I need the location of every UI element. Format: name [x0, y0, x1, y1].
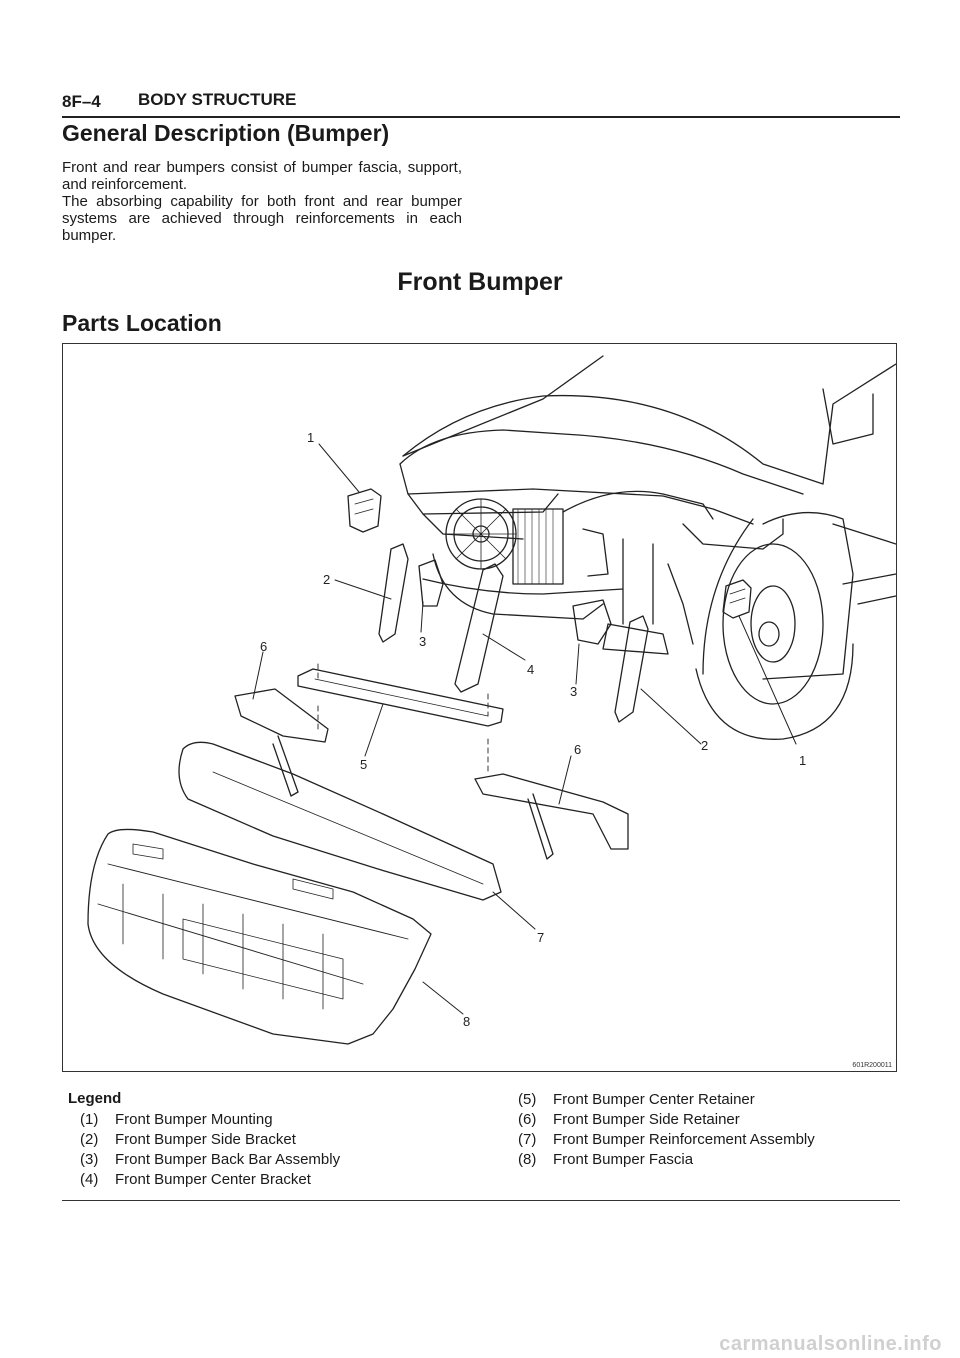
legend-item-text: Front Bumper Side Retainer — [553, 1111, 740, 1128]
legend-item-number: (1) — [80, 1111, 99, 1128]
callout-6-right: 6 — [574, 742, 581, 757]
legend-item-text: Front Bumper Side Bracket — [115, 1131, 296, 1148]
callout-3-right: 3 — [570, 684, 577, 699]
callout-numbers: 1 2 3 4 3 6 5 6 2 1 7 8 — [260, 430, 806, 1029]
legend: Legend (1) Front Bumper Mounting (2) Front… — [62, 1090, 900, 1201]
intro-text: Front and rear bumpers consist of bumper… — [62, 159, 462, 244]
legend-item: (6) Front Bumper Side Retainer — [518, 1110, 815, 1130]
callout-2-left: 2 — [323, 572, 330, 587]
intro-paragraph-1: Front and rear bumpers consist of bumper… — [62, 159, 462, 193]
back-bar-center-bracket-parts — [418, 559, 612, 693]
legend-item: (4) Front Bumper Center Bracket — [80, 1170, 340, 1190]
exploded-diagram: 1 2 3 4 3 6 5 6 2 1 7 8 — [87, 355, 896, 1045]
intro-paragraph-2: The absorbing capability for both front … — [62, 193, 462, 244]
legend-item-text: Front Bumper Back Bar Assembly — [115, 1151, 341, 1168]
callout-leader-lines — [252, 443, 797, 1015]
fascia-part — [87, 828, 432, 1045]
front-bumper-heading: Front Bumper — [397, 268, 563, 296]
center-retainer-part — [297, 663, 504, 775]
bumper-mounting-parts — [347, 488, 752, 619]
callout-6-left: 6 — [260, 639, 267, 654]
legend-item-text: Front Bumper Center Bracket — [115, 1171, 311, 1188]
legend-item-text: Front Bumper Fascia — [553, 1151, 694, 1168]
callout-2-right: 2 — [701, 738, 708, 753]
section-title: BODY STRUCTURE — [138, 90, 297, 109]
legend-item-text: Front Bumper Mounting — [115, 1111, 273, 1128]
legend-item-text: Front Bumper Center Retainer — [553, 1091, 755, 1108]
figure-code: 601R200011 — [852, 1062, 892, 1069]
legend-item: (5) Front Bumper Center Retainer — [518, 1090, 815, 1110]
callout-8: 8 — [463, 1014, 470, 1029]
vehicle-body-drawing — [399, 355, 896, 740]
parts-location-figure: 1 2 3 4 3 6 5 6 2 1 7 8 601R200011 — [62, 343, 897, 1072]
legend-right-column: (5) Front Bumper Center Retainer (6) Front… — [518, 1090, 815, 1170]
callout-1-right: 1 — [799, 753, 806, 768]
legend-item-number: (5) — [518, 1091, 537, 1108]
page-number: 8F–4 — [62, 92, 101, 111]
general-description-heading: General Description (Bumper) — [62, 120, 390, 146]
legend-item-number: (8) — [518, 1151, 537, 1168]
legend-title: Legend — [68, 1090, 122, 1107]
reinforcement-part — [178, 741, 502, 901]
radiator-fan-drawing — [422, 498, 694, 655]
legend-item-number: (4) — [80, 1171, 99, 1188]
callout-3-left: 3 — [419, 634, 426, 649]
parts-location-heading: Parts Location — [62, 310, 222, 336]
legend-item: (8) Front Bumper Fascia — [518, 1150, 815, 1170]
legend-item-number: (6) — [518, 1111, 537, 1128]
side-bracket-parts — [378, 543, 649, 723]
callout-7: 7 — [537, 930, 544, 945]
legend-item-number: (3) — [80, 1151, 99, 1168]
legend-item: (2) Front Bumper Side Bracket — [80, 1130, 340, 1150]
watermark: carmanualsonline.info — [719, 1333, 942, 1355]
legend-item: (3) Front Bumper Back Bar Assembly — [80, 1150, 340, 1170]
callout-1-top: 1 — [307, 430, 314, 445]
callout-5: 5 — [360, 757, 367, 772]
legend-item-number: (7) — [518, 1131, 537, 1148]
legend-item-text: Front Bumper Reinforcement Assembly — [553, 1131, 815, 1148]
page-header: 8F–4 BODY STRUCTURE — [62, 88, 900, 118]
legend-item: (7) Front Bumper Reinforcement Assembly — [518, 1130, 815, 1150]
legend-item-number: (2) — [80, 1131, 99, 1148]
callout-4: 4 — [527, 662, 534, 677]
legend-left-column: (1) Front Bumper Mounting (2) Front Bumper… — [80, 1110, 340, 1190]
legend-item: (1) Front Bumper Mounting — [80, 1110, 340, 1130]
